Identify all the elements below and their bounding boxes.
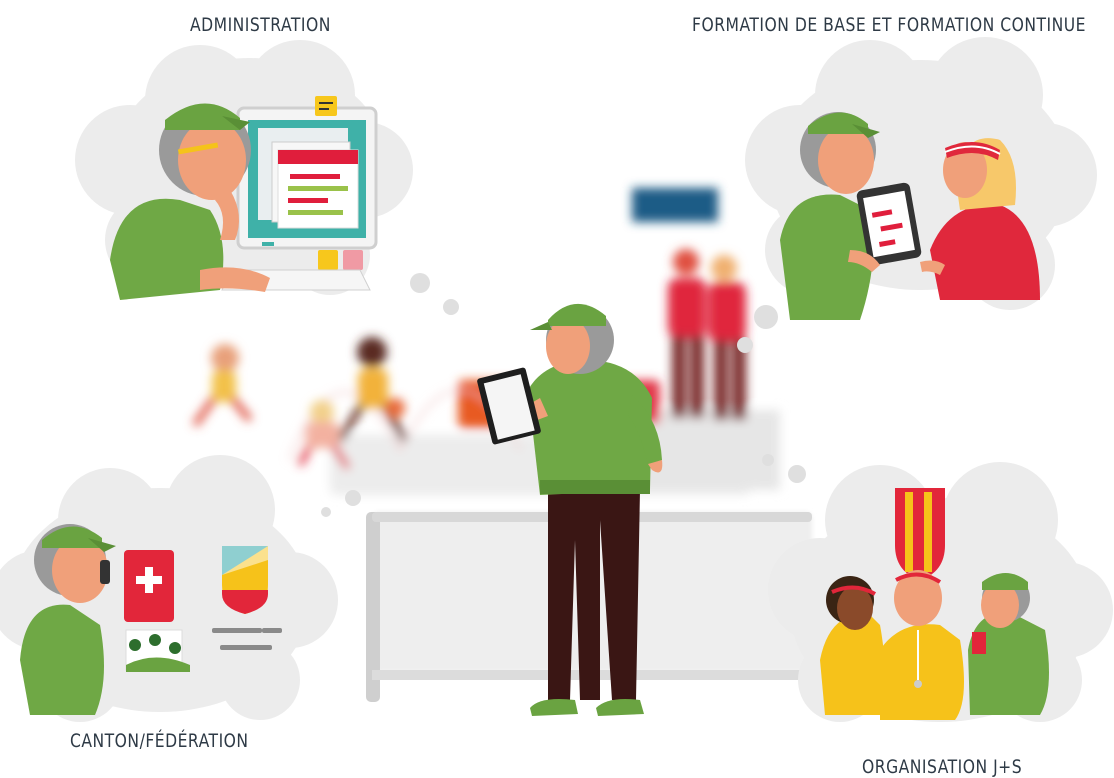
js-logo-icon	[124, 550, 190, 672]
cloud-organisation	[768, 462, 1113, 722]
caption-canton: CANTON/FÉDÉRATION	[70, 730, 249, 752]
cloud-canton	[0, 455, 338, 722]
sticky-note-icon	[315, 96, 337, 116]
js-shield-icon	[895, 488, 945, 580]
caption-organisation: ORGANISATION J+S	[862, 756, 1023, 778]
caption-formation: FORMATION DE BASE ET FORMATION CONTINUE	[692, 14, 1086, 36]
cloud-administration	[75, 40, 413, 300]
canton-shield-icon	[212, 546, 282, 650]
thought-bubble-icon	[321, 273, 806, 517]
foreground-coach	[477, 303, 663, 716]
cloud-formation	[745, 37, 1097, 320]
caption-administration: ADMINISTRATION	[190, 14, 331, 36]
